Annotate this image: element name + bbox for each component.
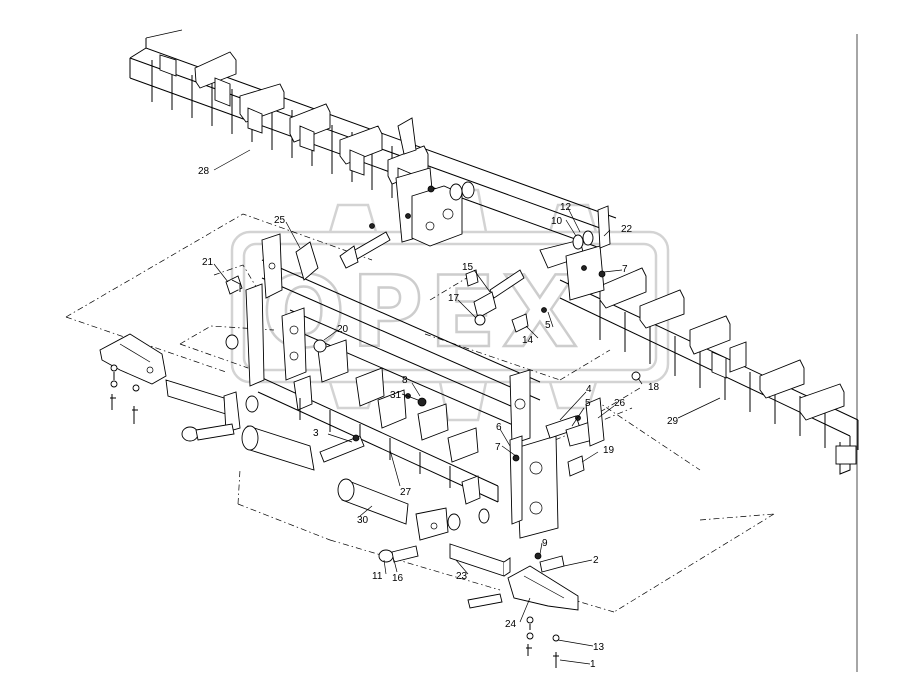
callout-23: 23 <box>456 571 468 582</box>
right-side-pins <box>512 371 641 477</box>
callout-13: 13 <box>593 642 605 653</box>
frame-plate-holes <box>268 262 543 515</box>
callout-26: 26 <box>614 398 626 409</box>
callout-labels: 28 29 1 2 3 4 5 5 6 7 7 8 9 10 11 12 13 … <box>198 166 679 670</box>
frame-tine-brackets <box>293 339 481 505</box>
callout-14: 14 <box>522 335 534 346</box>
callout-30: 30 <box>357 515 369 526</box>
middle-pins <box>465 269 547 333</box>
callout-28: 28 <box>198 166 210 177</box>
callout-19: 19 <box>603 445 615 456</box>
lower-beam-part-29 <box>559 267 859 475</box>
callout-10: 10 <box>551 216 563 227</box>
callout-31: 31 <box>390 390 402 401</box>
watermark-text: OPEX <box>262 256 584 370</box>
main-frame <box>245 233 559 539</box>
callout-4: 4 <box>586 384 592 395</box>
leader-lines <box>213 149 721 665</box>
callout-29: 29 <box>667 416 679 427</box>
callout-12: 12 <box>560 202 572 213</box>
top-pins <box>295 223 391 281</box>
callout-17: 17 <box>448 293 460 304</box>
callout-27: 27 <box>400 487 412 498</box>
part-30-cylinder <box>337 478 490 563</box>
callout-15: 15 <box>462 262 474 273</box>
upper-beam-part-28 <box>129 29 617 249</box>
lower-beam-brackets <box>599 267 845 421</box>
part-21-bracket <box>225 275 243 295</box>
upper-beam-brackets <box>159 51 429 194</box>
callout-16: 16 <box>392 573 404 584</box>
left-hitch-bracket <box>99 333 167 424</box>
callout-6: 6 <box>496 422 502 433</box>
watermark: OPEX <box>230 188 670 422</box>
callout-18: 18 <box>648 382 660 393</box>
callout-20: 20 <box>337 324 349 335</box>
callout-21: 21 <box>202 257 214 268</box>
frame-side-plates <box>245 233 559 539</box>
rings-20-31 <box>225 334 427 407</box>
callout-7b: 7 <box>622 264 628 275</box>
upper-mount-bracket <box>395 117 475 247</box>
upper-beam-tines <box>151 60 393 198</box>
callout-5a: 5 <box>545 320 551 331</box>
callout-11: 11 <box>372 571 383 582</box>
right-upper-bracket <box>539 205 611 301</box>
callout-5b: 5 <box>585 398 591 409</box>
callout-3: 3 <box>313 428 319 439</box>
parts-23-24 <box>449 543 579 668</box>
callout-2: 2 <box>593 555 599 566</box>
callout-24: 24 <box>505 619 517 630</box>
callout-7a: 7 <box>495 442 501 453</box>
callout-25: 25 <box>274 215 286 226</box>
callout-22: 22 <box>621 224 633 235</box>
callout-1: 1 <box>590 659 596 670</box>
callout-9: 9 <box>542 538 548 549</box>
callout-8: 8 <box>402 375 408 386</box>
left-cylinder-assembly <box>165 379 365 471</box>
